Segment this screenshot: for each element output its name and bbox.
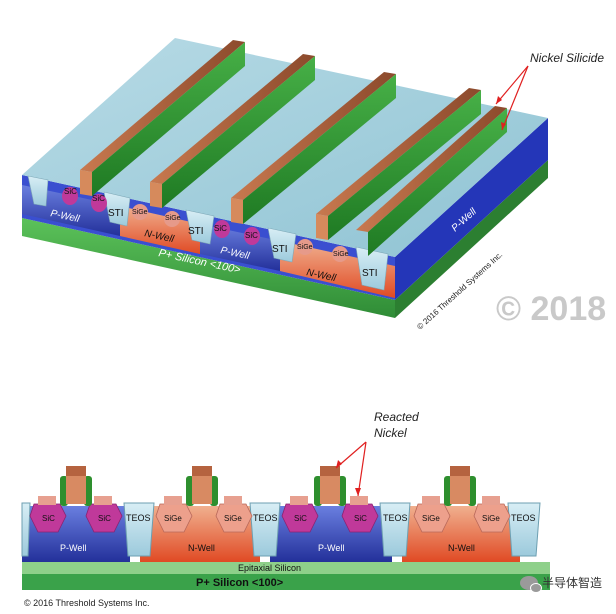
sige-blob-2 (164, 211, 180, 227)
bottom-teos-edge (21, 502, 31, 557)
bottom-cap-3 (164, 496, 182, 505)
bottom-sige-label-4: SiGe (482, 514, 500, 523)
bottom-cap-4 (224, 496, 242, 505)
top-sige-label-2: SiGe (165, 215, 181, 222)
watermark-2018: © 2018 (496, 290, 606, 328)
callout-arrowhead-2 (501, 122, 506, 130)
bottom-teos-3 (379, 502, 411, 557)
bottom-sic-2 (85, 503, 123, 533)
bottom-sige-label-2: SiGe (224, 514, 242, 523)
bottom-nwell-label-1: N-Well (188, 543, 215, 553)
bottom-cap-5 (290, 496, 308, 505)
reacted-callout-line-2 (357, 441, 367, 497)
bottom-sige-1 (155, 503, 193, 533)
bottom-sic-label-2: SiC (98, 514, 111, 523)
top-sige-label-3: SiGe (297, 244, 313, 251)
bottom-teos-label-1: TEOS (126, 513, 151, 523)
bottom-teos-2 (249, 502, 281, 557)
sige-blob-3 (297, 239, 313, 255)
pwell-right-face (395, 118, 548, 300)
bottom-sic-3 (281, 503, 319, 533)
top-sti-label-2: STI (188, 226, 204, 237)
gate-stripe-5 (356, 106, 507, 256)
sige-blob-1 (132, 204, 148, 220)
bottom-sic-1 (29, 503, 67, 533)
top-sic-label-4: SiC (245, 231, 258, 240)
top-sti-label-4: STI (362, 268, 378, 279)
sige-blob-4 (332, 246, 348, 262)
gate-stripe-3 (231, 72, 396, 224)
bottom-pwell-label-1: P-Well (60, 543, 86, 553)
callout-arrowhead-1 (496, 96, 502, 104)
bottom-sic-4 (341, 503, 379, 533)
top-sige-label-1: SiGe (132, 209, 148, 216)
bottom-cap-6 (350, 496, 368, 505)
callout-line-1 (495, 65, 529, 105)
bottom-sic-label-4: SiC (354, 514, 367, 523)
wechat-tag-text: 半导体智造 (541, 576, 602, 590)
bottom-teos-label-4: TEOS (511, 513, 536, 523)
callout-line-2 (501, 65, 529, 131)
gate-stripe-2 (150, 54, 315, 208)
bottom-teos-4 (507, 502, 541, 557)
top-sic-label-2: SiC (92, 194, 105, 203)
bottom-gate-2 (186, 466, 218, 506)
bottom-sic-label-1: SiC (42, 514, 55, 523)
bottom-sige-label-3: SiGe (422, 514, 440, 523)
top-sic-label-1: SiC (64, 187, 77, 196)
sic-blob-4 (244, 227, 260, 245)
bottom-sige-label-1: SiGe (164, 514, 182, 523)
bottom-pwell-label-2: P-Well (318, 543, 344, 553)
gate-stripe-4 (316, 88, 481, 240)
nickel-silicide-label: Nickel Silicide (530, 51, 604, 65)
bottom-cap-8 (482, 496, 500, 505)
reacted-arrowhead-1 (336, 460, 342, 468)
sti-trench-3 (185, 209, 215, 245)
wechat-icon (519, 575, 542, 593)
top-sige-label-4: SiGe (333, 251, 349, 258)
reacted-arrowhead-2 (355, 488, 361, 496)
sti-trench-5 (355, 246, 389, 291)
bottom-substrate (22, 574, 550, 590)
bottom-sige-4 (473, 503, 511, 533)
sic-blob-1 (62, 187, 78, 205)
sic-blob-2 (91, 194, 107, 212)
sti-trench-4 (267, 227, 297, 263)
bottom-gate-1 (60, 466, 92, 506)
bottom-epi-label: Epitaxial Silicon (238, 563, 301, 573)
wechat-watermark: 半导体智造 (519, 574, 602, 593)
substrate-slab-right (395, 160, 548, 318)
bottom-teos-label-3: TEOS (383, 513, 408, 523)
bottom-cross-section: Reacted Nickel SiC SiC SiGe SiGe SiC SiC… (21, 410, 550, 608)
gate-stripes (80, 40, 507, 256)
top-sti-label-1: STI (108, 208, 124, 219)
bottom-teos-1 (123, 502, 155, 557)
top-sti-label-3: STI (272, 244, 288, 255)
bottom-sige-3 (413, 503, 451, 533)
bottom-sige-2 (215, 503, 253, 533)
sti-trench-2 (103, 191, 131, 227)
bottom-epi (22, 562, 550, 574)
substrate-slab-front (22, 218, 395, 318)
bottom-sic-label-3: SiC (294, 514, 307, 523)
reacted-label-line1: Reacted (374, 410, 419, 424)
bottom-substrate-label: P+ Silicon <100> (196, 577, 283, 589)
top-sic-label-3: SiC (214, 224, 227, 233)
bottom-copyright: © 2016 Threshold Systems Inc. (24, 598, 150, 608)
sic-blob-3 (214, 220, 230, 238)
top-3d-diagram: Nickel Silicide SiC SiC SiGe SiGe SiC Si… (22, 38, 606, 331)
bottom-cap-1 (38, 496, 56, 505)
bottom-teos-label-2: TEOS (253, 513, 278, 523)
bottom-gate-4 (444, 466, 476, 506)
bottom-cap-2 (94, 496, 112, 505)
bottom-cap-7 (422, 496, 440, 505)
front-profile (22, 175, 395, 298)
sti-trench-1 (27, 175, 49, 207)
bottom-gate-3 (314, 466, 346, 506)
reacted-label-line2: Nickel (374, 426, 407, 440)
bottom-nwell-label-2: N-Well (448, 543, 475, 553)
gate-stripe-1 (80, 40, 245, 196)
